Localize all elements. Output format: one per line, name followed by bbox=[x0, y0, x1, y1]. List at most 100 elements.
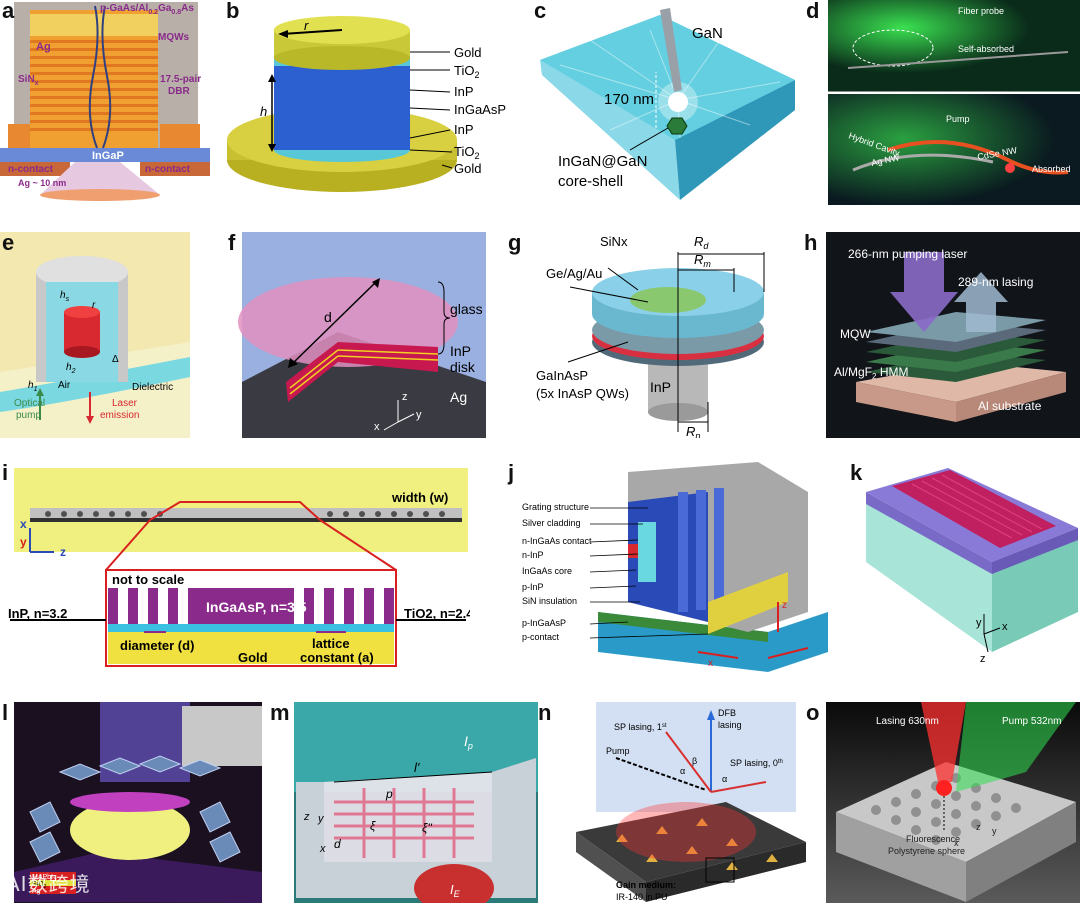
l-octahedra bbox=[29, 755, 241, 863]
svg-text:Rd: Rd bbox=[694, 234, 709, 251]
g-rm: R bbox=[694, 252, 703, 267]
e-hs: h bbox=[60, 290, 66, 301]
f-glass: glass bbox=[450, 301, 483, 317]
k-z: z bbox=[980, 653, 986, 665]
panel-d: Fiber probe Self-absorbed Pump Hybrid Ca… bbox=[806, 0, 1080, 205]
n-dfb2: lasing bbox=[718, 720, 742, 730]
e-hs-sub: s bbox=[66, 296, 70, 303]
a-ag: Ag bbox=[36, 41, 51, 53]
n-gain1: Gain medium: bbox=[616, 880, 676, 890]
hmm-stack bbox=[866, 312, 1046, 382]
f-y: y bbox=[416, 409, 422, 421]
i-width: width (w) bbox=[391, 490, 448, 505]
j-label-0: Grating structure bbox=[522, 502, 589, 512]
a-dbr2: DBR bbox=[168, 86, 190, 97]
m-y: y bbox=[317, 813, 325, 825]
l-ag: Ag bbox=[32, 888, 41, 895]
svg-text:Rp: Rp bbox=[686, 424, 700, 438]
panel-e-diagram: hs r h2 h1 Δ Air Dielectric Optical pump… bbox=[0, 232, 190, 438]
panel-i-diagram: width (w) x y z not to scale InGaAsP, n=… bbox=[8, 468, 474, 667]
f-ag: Ag bbox=[450, 389, 467, 405]
f-z: z bbox=[402, 391, 408, 403]
n-gain2: IR-140 in PU bbox=[616, 892, 668, 902]
h-pump: 266-nm pumping laser bbox=[848, 247, 967, 261]
panel-i: width (w) x y z not to scale InGaAsP, n=… bbox=[0, 460, 474, 672]
panel-e: hs r h2 h1 Δ Air Dielectric Optical pump… bbox=[0, 230, 190, 438]
panel-f-diagram: d glass InP disk Ag x y z bbox=[238, 232, 486, 438]
d-pump: Pump bbox=[946, 114, 970, 124]
g-rm-sub: m bbox=[703, 259, 711, 269]
g-inp: InP bbox=[650, 379, 671, 395]
a-mqws: MQWs bbox=[158, 32, 190, 43]
svg-text:hs: hs bbox=[60, 290, 70, 303]
a-top: p-GaAs/Al bbox=[100, 3, 149, 14]
m-z: z bbox=[303, 811, 310, 823]
d-absorbed: Absorbed bbox=[1032, 164, 1071, 174]
g-rd: R bbox=[694, 234, 703, 249]
label-j: j bbox=[508, 460, 515, 485]
h-lasing: 289-nm lasing bbox=[958, 275, 1033, 289]
panel-l: MAPbI3 SiO2 Ag l bbox=[0, 700, 262, 903]
f-x: x bbox=[374, 421, 380, 433]
a-ag10: Ag ~ 10 nm bbox=[18, 178, 66, 188]
svg-text:TiO2: TiO2 bbox=[454, 144, 479, 161]
label-f: f bbox=[228, 230, 236, 255]
g-qws: (5x InAsP QWs) bbox=[536, 386, 629, 401]
o-fluor: Fluorescence bbox=[906, 834, 960, 844]
j-ridges bbox=[678, 488, 724, 612]
panel-h-diagram: 266-nm pumping laser 289-nm lasing MQW A… bbox=[826, 232, 1080, 438]
label-c: c bbox=[534, 0, 547, 23]
e-laser: Laser bbox=[112, 398, 138, 409]
i-scale: not to scale bbox=[112, 572, 184, 587]
panel-a-diagram: p-GaAs/Al0.2Ga0.8As Ag MQWs SiNx 17.5-pa… bbox=[0, 2, 210, 201]
i-x: x bbox=[20, 517, 27, 531]
b-tio2b: TiO bbox=[454, 144, 474, 159]
k-grating bbox=[911, 474, 1043, 539]
a-sinx-sub: x bbox=[35, 80, 39, 87]
h-hmm2: HMM bbox=[880, 365, 909, 379]
n-sp1: SP lasing, 1 bbox=[614, 722, 662, 732]
m-lp: l' bbox=[414, 760, 420, 775]
j-z: z bbox=[782, 600, 787, 611]
label-i: i bbox=[2, 460, 9, 485]
c-gan: GaN bbox=[692, 25, 723, 42]
l-sio2-sub: 2 bbox=[44, 884, 47, 890]
a-sinx: SiN bbox=[18, 74, 35, 85]
panel-h: 266-nm pumping laser 289-nm lasing MQW A… bbox=[804, 230, 1080, 438]
j-label-4: InGaAs core bbox=[522, 566, 572, 576]
b-h: h bbox=[260, 104, 267, 119]
i-y: y bbox=[20, 535, 27, 549]
j-label-5: p-InP bbox=[522, 582, 544, 592]
panel-n: SP lasing, 1st DFB lasing Pump β α α SP … bbox=[538, 700, 808, 903]
b-tio2b-sub: 2 bbox=[474, 151, 479, 161]
svg-text:h2: h2 bbox=[66, 362, 76, 375]
svg-text:TiO2: TiO2 bbox=[454, 63, 479, 80]
m-xi: ξ bbox=[370, 819, 376, 833]
panel-b-diagram: r h Gold TiO2 InP InGaAsP InP TiO2 Gold bbox=[227, 16, 506, 192]
a-ncontact-right: n-contact bbox=[145, 164, 191, 175]
a-top2-sub: 0.8 bbox=[171, 9, 181, 16]
i-lattice1: lattice bbox=[312, 636, 350, 651]
panel-m-diagram: Ip l' p ξ ξ'' d IE z y x bbox=[294, 702, 538, 908]
svg-text:p-GaAs/Al0.2Ga0.8As: p-GaAs/Al0.2Ga0.8As bbox=[100, 3, 194, 16]
a-top-sub: 0.2 bbox=[148, 9, 158, 16]
c-size: 170 nm bbox=[604, 91, 654, 108]
m-ie: I bbox=[450, 882, 454, 897]
e-h2: h bbox=[66, 362, 72, 373]
j-label-3: n-InP bbox=[522, 550, 544, 560]
panel-l-diagram: MAPbI3 SiO2 Ag bbox=[14, 702, 262, 903]
a-dbr1: 17.5-pair bbox=[160, 74, 201, 85]
m-ie-sub: E bbox=[454, 889, 461, 899]
i-ingaasp: InGaAsP, n=3.5 bbox=[206, 599, 307, 615]
panel-c: GaN 170 nm InGaN@GaN core-shell c bbox=[530, 0, 800, 205]
svg-text:Ip: Ip bbox=[464, 733, 473, 751]
j-label-list: Grating structure Silver cladding n-InGa… bbox=[522, 502, 592, 642]
n-dfb1: DFB bbox=[718, 708, 736, 718]
n-alpha: α bbox=[680, 766, 685, 776]
g-rp-sub: p bbox=[694, 431, 700, 438]
watermark: AI数跨境 bbox=[6, 872, 91, 896]
svg-text:Rm: Rm bbox=[694, 252, 711, 269]
b-r: r bbox=[304, 18, 309, 33]
panel-o-diagram: Lasing 630nm Pump 532nm Fluorescence Pol… bbox=[826, 702, 1080, 903]
h-mqw: MQW bbox=[840, 327, 871, 341]
